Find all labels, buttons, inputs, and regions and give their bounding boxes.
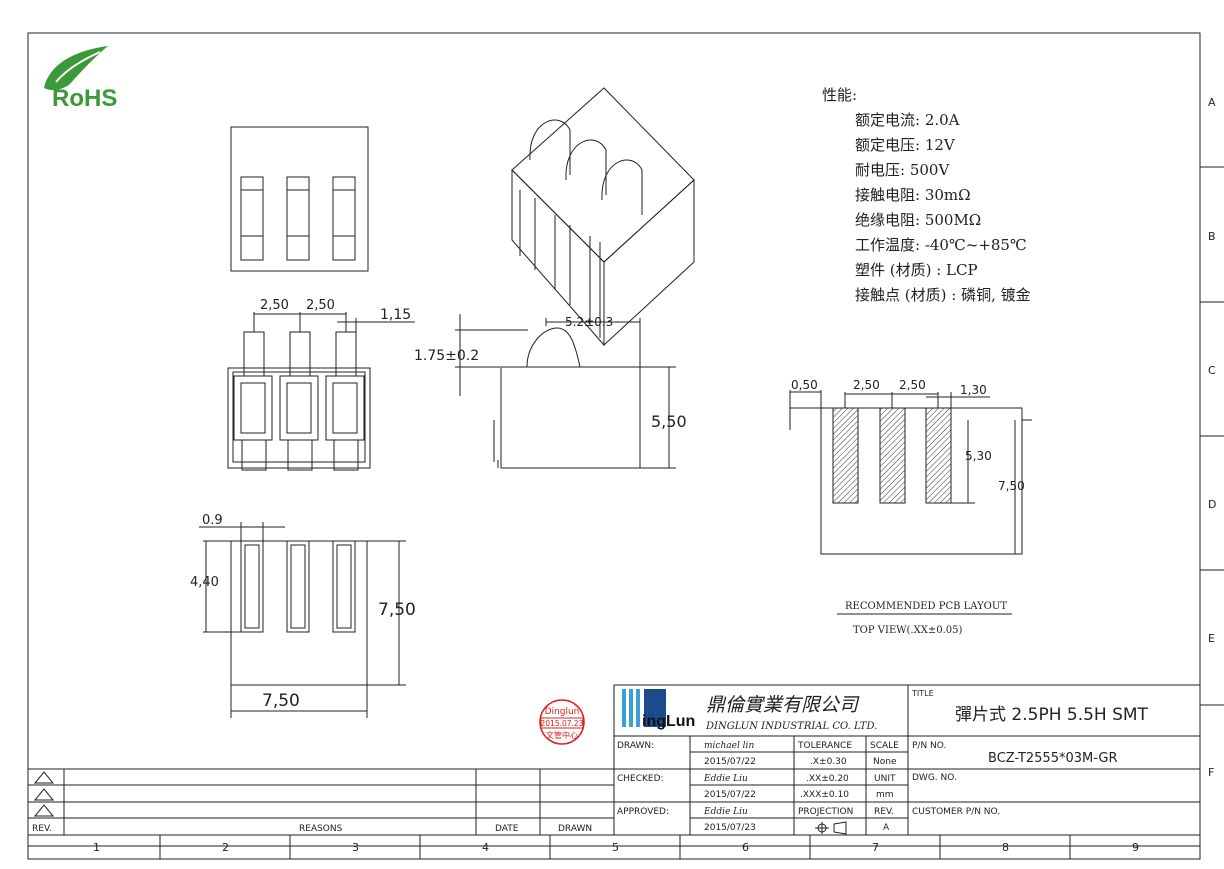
zone-row-label: F	[1208, 766, 1214, 779]
specs-heading: 性能:	[822, 86, 857, 104]
pn-label: P/N NO.	[912, 741, 946, 751]
customer-pn-label: CUSTOMER P/N NO.	[912, 807, 1000, 817]
dim-pcb-pitch2: 2,50	[899, 378, 926, 392]
dim-pcb-offset: 0,50	[791, 378, 818, 392]
side-view: 5.2±0.3 1.75±0.2 5,50	[414, 314, 687, 469]
part-number: BCZ-T2555*03M-GR	[988, 751, 1118, 766]
checked-label: CHECKED:	[617, 774, 664, 784]
spec-item: 额定电压: 12V	[855, 136, 956, 154]
drawn-label: DRAWN:	[617, 741, 654, 751]
top-view	[230, 126, 369, 272]
tolerance-2: .XX±0.20	[806, 774, 849, 784]
spec-item: 额定电流: 2.0A	[855, 111, 960, 129]
dim-pcb-pad-width: 1,30	[960, 383, 987, 397]
zone-row-label: E	[1208, 632, 1215, 645]
company-name-cn: 鼎倫實業有限公司	[706, 694, 860, 716]
drawn-column-header: DRAWN	[558, 824, 592, 834]
title-label: TITLE	[911, 689, 934, 698]
unit-value: mm	[876, 790, 894, 800]
spec-item: 耐电压: 500V	[855, 161, 950, 179]
pcb-layout-view: 0,50 2,50 2,50 1,30 5,30 7,50 RECOMMENDE…	[789, 378, 1032, 636]
approved-label: APPROVED:	[617, 807, 669, 817]
approved-date: 2015/07/23	[704, 823, 756, 833]
tolerance-1: .X±0.30	[810, 757, 847, 767]
dim-pcb-total-height: 7,50	[998, 479, 1025, 493]
spec-item: 塑件 (材质) : LCP	[855, 261, 978, 279]
zone-row-label: C	[1208, 364, 1216, 377]
stamp-date: 2015.07.23	[541, 719, 584, 728]
zone-rows	[1200, 166, 1224, 706]
dim-bottom-pin-height: 4,40	[190, 575, 219, 590]
approval-stamp: Dinglun 2015.07.23 文管中心	[539, 699, 585, 745]
drawing-frame	[27, 32, 1201, 860]
revision-table	[28, 768, 614, 836]
zone-column-label: 3	[352, 841, 359, 854]
specs-block: 性能: 额定电流: 2.0A 额定电压: 12V 耐电压: 500V 接触电阻:…	[822, 86, 1031, 304]
tolerance-label: TOLERANCE	[797, 741, 852, 751]
company-logo: ingLun	[622, 689, 695, 730]
zone-column-label: 2	[222, 841, 229, 854]
stamp-dept: 文管中心	[546, 730, 578, 740]
pcb-caption-line1: RECOMMENDED PCB LAYOUT	[845, 601, 1007, 612]
zone-row-label: D	[1208, 498, 1216, 511]
pcb-caption-line2: TOP VIEW(.XX±0.05)	[853, 625, 962, 636]
company-name-en: DINGLUN INDUSTRIAL CO. LTD.	[705, 721, 877, 732]
drawing-title: 彈片式 2.5PH 5.5H SMT	[955, 705, 1149, 725]
zone-column-label: 9	[1132, 841, 1139, 854]
dwg-label: DWG. NO.	[912, 773, 957, 783]
dim-front-pitch2: 2,50	[306, 298, 335, 313]
zone-column-label: 6	[742, 841, 749, 854]
bottom-view: 0.9 4,40 7,50 7,50	[190, 513, 416, 718]
spec-item: 绝缘电阻: 500MΩ	[855, 211, 981, 229]
zone-row-label: A	[1208, 96, 1216, 109]
dim-bottom-pin-width: 0.9	[202, 513, 223, 528]
zone-column-label: 7	[872, 841, 879, 854]
spec-item: 工作温度: -40℃~+85℃	[855, 236, 1027, 254]
title-block	[613, 684, 1201, 836]
spec-item: 接触电阻: 30mΩ	[855, 186, 971, 204]
dim-side-width: 5.2±0.3	[565, 315, 613, 329]
dim-pcb-pitch1: 2,50	[853, 378, 880, 392]
dim-bottom-height: 7,50	[378, 600, 416, 620]
scale-value: None	[873, 757, 897, 767]
dim-bottom-width: 7,50	[262, 691, 300, 711]
projection-label: PROJECTION	[798, 807, 853, 817]
zone-columns	[159, 835, 1071, 859]
checked-date: 2015/07/22	[704, 790, 756, 800]
unit-label: UNIT	[874, 774, 896, 784]
dim-front-pin-width: 1,15	[380, 307, 411, 323]
reasons-column-header: REASONS	[299, 824, 343, 834]
zone-row-label: B	[1208, 230, 1216, 243]
stamp-brand: Dinglun	[545, 707, 580, 717]
rev-label: REV.	[874, 807, 894, 817]
zone-column-label: 5	[612, 841, 619, 854]
drawn-by: michael lin	[704, 741, 754, 751]
dim-side-height: 5,50	[651, 412, 687, 431]
dim-side-spring-height: 1.75±0.2	[414, 348, 479, 364]
zone-column-label: 1	[93, 841, 100, 854]
approved-by: Eddie Liu	[703, 807, 748, 817]
rev-value: A	[883, 823, 890, 833]
company-logo-text: ingLun	[642, 713, 695, 730]
isometric-view	[511, 87, 695, 347]
tolerance-3: .XXX±0.10	[800, 790, 849, 800]
zone-column-label: 4	[482, 841, 489, 854]
scale-label: SCALE	[870, 741, 899, 751]
front-view: 2,50 2,50 1,15	[227, 298, 415, 471]
checked-by: Eddie Liu	[703, 774, 748, 784]
rohs-logo: RoHS	[44, 46, 117, 112]
rohs-text: RoHS	[52, 85, 117, 112]
rev-column-header: REV.	[32, 824, 52, 834]
projection-symbol-icon	[815, 821, 847, 835]
zone-column-label: 8	[1002, 841, 1009, 854]
date-column-header: DATE	[495, 824, 519, 834]
dim-front-pitch1: 2,50	[260, 298, 289, 313]
drawn-date: 2015/07/22	[704, 757, 756, 767]
spec-item: 接触点 (材质) : 磷铜, 镀金	[855, 286, 1031, 304]
dim-pcb-pad-height: 5,30	[965, 449, 992, 463]
